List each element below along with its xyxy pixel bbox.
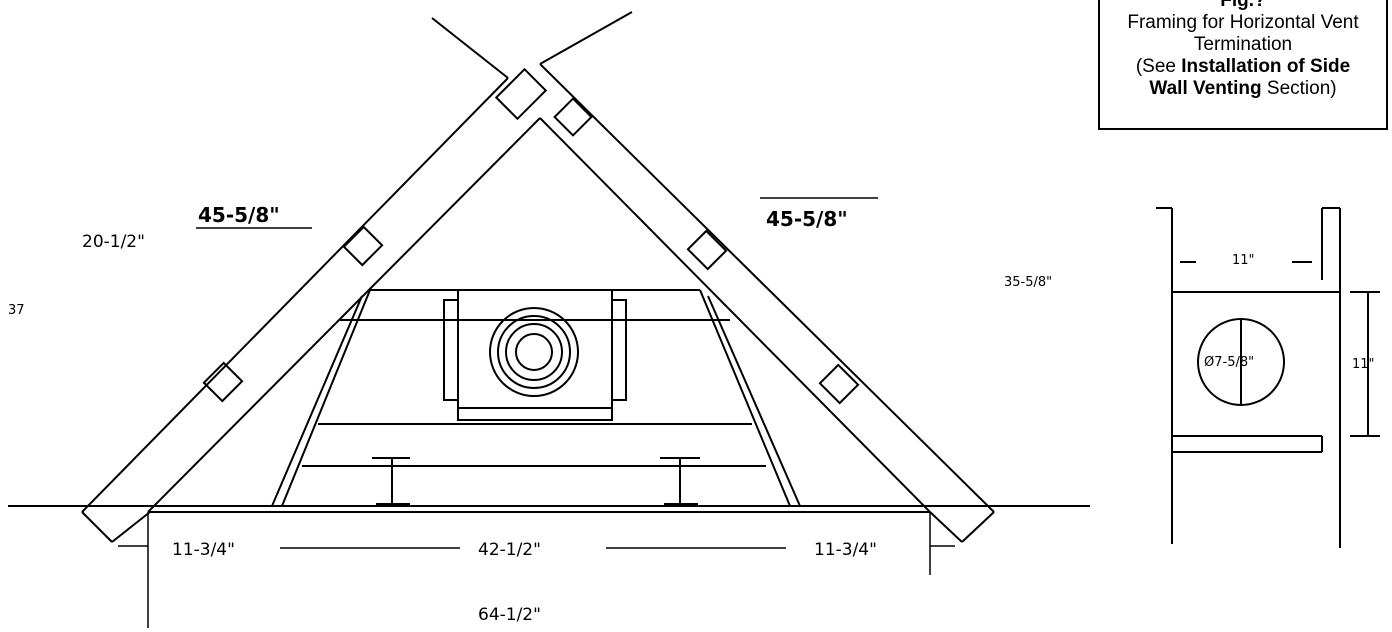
- i-beam-right: [660, 457, 700, 505]
- rafter-block-left-lower: [202, 361, 244, 403]
- ridge-block: [494, 67, 548, 121]
- dim-hole: Ø7-5/8": [1204, 355, 1254, 370]
- left-rafter: [81, 77, 541, 543]
- dim-right-rafter: 45-5/8": [766, 207, 848, 231]
- i-beam-left: [372, 457, 410, 505]
- right-rafter: [539, 63, 995, 543]
- dimension-lines: [118, 197, 955, 628]
- rafter-block-top-right: [553, 97, 593, 137]
- dim-overall: 64-1/2": [478, 605, 541, 625]
- peak-ext-right: [539, 11, 633, 65]
- dim-left-rafter: 45-5/8": [198, 203, 280, 227]
- side-detail: [1156, 207, 1380, 548]
- caption-line-4: Wall Venting Section): [1100, 78, 1386, 100]
- vent-terminal: [443, 289, 627, 421]
- dim-left-side: 20-1/2": [82, 232, 145, 252]
- caption-see: (See: [1135, 56, 1182, 77]
- caption-line-1: Framing for Horizontal Vent: [1127, 12, 1359, 33]
- caption-line-2: Termination: [1193, 34, 1293, 55]
- rafter-block-right-upper: [686, 229, 728, 271]
- dim-side-width: 11": [1232, 253, 1255, 268]
- caption-install-link: Installation of Side: [1181, 56, 1351, 77]
- dim-left-height: 37: [8, 303, 25, 318]
- dim-center-span: 42-1/2": [478, 540, 541, 560]
- dim-side-height: 11": [1352, 357, 1375, 372]
- rafter-block-left-upper: [342, 225, 384, 267]
- peak-ext-left: [431, 17, 509, 79]
- caption-line-3: (See Installation of Side: [1100, 56, 1386, 78]
- dim-right-clear: 11-3/4": [814, 540, 877, 560]
- caption-section: Section): [1261, 78, 1337, 99]
- rafter-block-right-lower: [818, 363, 860, 405]
- caption-venting: Wall Venting: [1149, 78, 1262, 99]
- dim-right-height: 35-5/8": [1004, 275, 1052, 290]
- interior-framing: [271, 289, 801, 507]
- dim-left-clear: 11-3/4": [172, 540, 235, 560]
- figure-caption: Fig.? Framing for Horizontal Vent Termin…: [1098, 0, 1388, 130]
- figure-label: Fig.?: [1220, 0, 1266, 11]
